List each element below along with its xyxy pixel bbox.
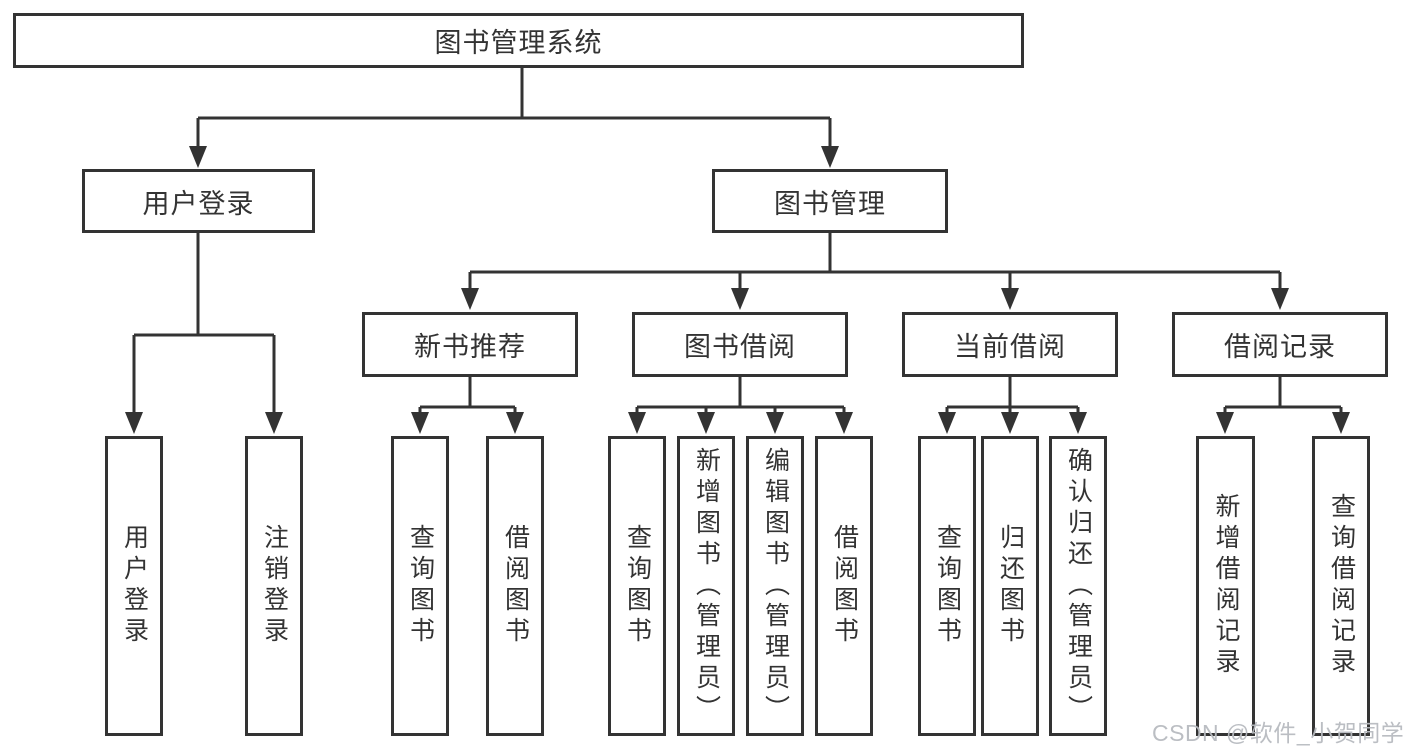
leaf-user-login: 用户登录	[105, 436, 163, 736]
leaf-confirm-return-admin: 确认归还（管理员）	[1049, 436, 1107, 736]
leaf-borrow-books: 借阅图书	[815, 436, 873, 736]
leaf-query-books-borrow: 查询图书	[608, 436, 666, 736]
leaf-label: 查询图书	[933, 524, 962, 648]
leaf-logout: 注销登录	[245, 436, 303, 736]
leaf-borrow-books-recommend: 借阅图书	[486, 436, 544, 736]
arrow-down-icon	[766, 412, 784, 434]
arrow-down-icon	[1001, 412, 1019, 434]
leaf-label: 注销登录	[260, 524, 289, 648]
leaf-add-borrow-record: 新增借阅记录	[1196, 436, 1255, 736]
node-root: 图书管理系统	[13, 13, 1024, 68]
leaf-query-books-current: 查询图书	[918, 436, 976, 736]
node-current-borrow-label: 当前借阅	[954, 332, 1066, 362]
leaf-label: 归还图书	[996, 524, 1025, 648]
arrow-down-icon	[189, 146, 207, 168]
connector-user-login	[125, 233, 283, 434]
leaf-return-books: 归还图书	[981, 436, 1039, 736]
node-new-book-recommend: 新书推荐	[362, 312, 578, 377]
node-borrow-record-label: 借阅记录	[1224, 332, 1336, 362]
leaf-label: 借阅图书	[830, 524, 859, 648]
node-user-login-label: 用户登录	[142, 188, 255, 219]
node-current-borrow: 当前借阅	[902, 312, 1118, 377]
node-book-borrow: 图书借阅	[632, 312, 848, 377]
watermark: CSDN @软件_小贺同学	[1152, 720, 1405, 746]
arrow-down-icon	[938, 412, 956, 434]
leaf-edit-books-admin: 编辑图书（管理员）	[746, 436, 804, 736]
connector-borrow-record	[1216, 377, 1350, 434]
arrow-down-icon	[697, 412, 715, 434]
arrow-down-icon	[731, 288, 749, 310]
node-user-login: 用户登录	[82, 169, 315, 233]
node-root-label: 图书管理系统	[434, 28, 603, 58]
leaf-label: 确认归还（管理员）	[1064, 446, 1093, 726]
leaf-label: 新增图书（管理员）	[692, 446, 721, 726]
leaf-label: 编辑图书（管理员）	[761, 446, 790, 726]
arrow-down-icon	[411, 412, 429, 434]
leaf-label: 查询借阅记录	[1327, 493, 1356, 679]
leaf-label: 查询图书	[623, 524, 652, 648]
connector-book-borrow	[628, 377, 853, 434]
arrow-down-icon	[821, 146, 839, 168]
leaf-label: 用户登录	[120, 524, 149, 648]
arrow-down-icon	[265, 412, 283, 434]
node-book-management-label: 图书管理	[774, 188, 886, 219]
arrow-down-icon	[125, 412, 143, 434]
node-new-book-recommend-label: 新书推荐	[414, 332, 526, 362]
leaf-query-books-recommend: 查询图书	[391, 436, 449, 736]
connector-current-borrow	[938, 377, 1087, 434]
arrow-down-icon	[506, 412, 524, 434]
leaf-add-books-admin: 新增图书（管理员）	[677, 436, 735, 736]
connector-root	[189, 68, 839, 168]
connector-book-management	[461, 233, 1289, 310]
leaf-label: 查询图书	[406, 524, 435, 648]
arrow-down-icon	[1332, 412, 1350, 434]
arrow-down-icon	[1271, 288, 1289, 310]
arrow-down-icon	[1069, 412, 1087, 434]
leaf-label: 新增借阅记录	[1212, 493, 1240, 679]
arrow-down-icon	[1216, 412, 1234, 434]
node-book-borrow-label: 图书借阅	[684, 332, 796, 362]
node-borrow-record: 借阅记录	[1172, 312, 1388, 377]
leaf-label: 借阅图书	[501, 524, 530, 648]
leaf-query-borrow-record: 查询借阅记录	[1312, 436, 1370, 736]
arrow-down-icon	[835, 412, 853, 434]
arrow-down-icon	[1001, 288, 1019, 310]
connector-new-book-recommend	[411, 377, 524, 434]
arrow-down-icon	[628, 412, 646, 434]
node-book-management: 图书管理	[712, 169, 948, 233]
arrow-down-icon	[461, 288, 479, 310]
